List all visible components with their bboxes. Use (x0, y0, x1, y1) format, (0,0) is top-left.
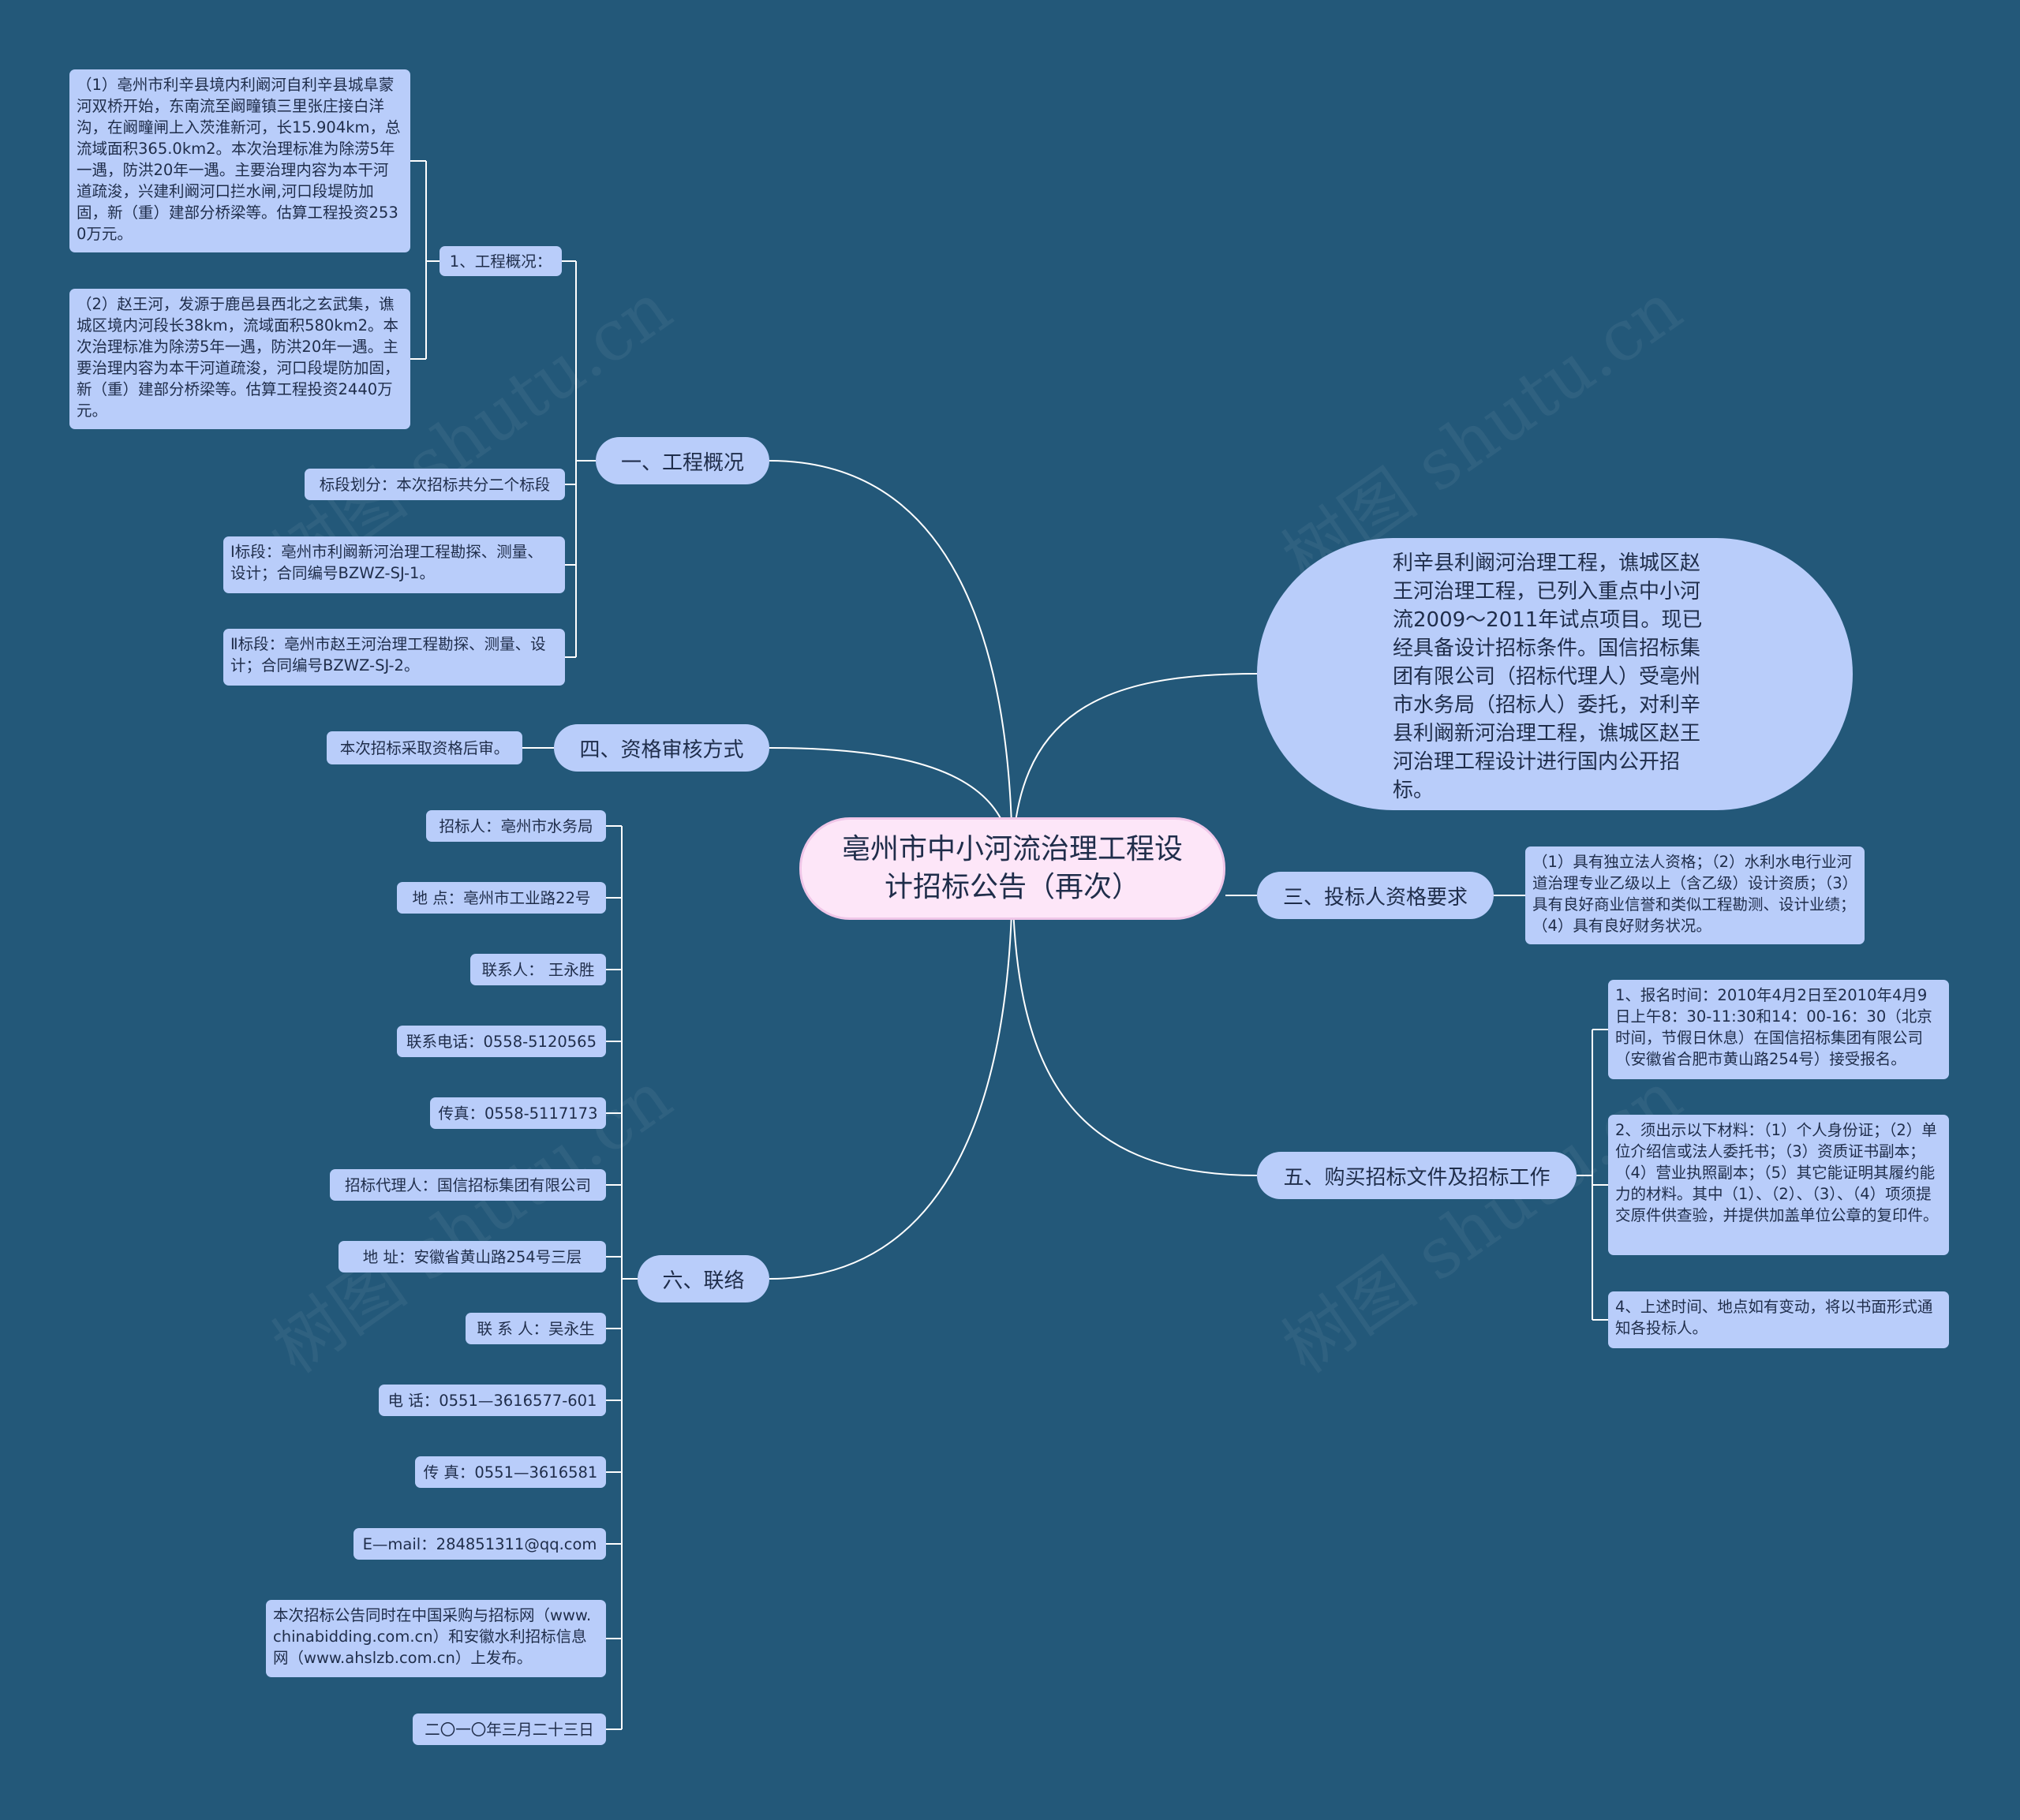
contact-item[interactable]: 地 址：安徽省黄山路254号三层 (339, 1241, 606, 1273)
contact-item[interactable]: 招标代理人：国信招标集团有限公司 (330, 1169, 606, 1201)
topic-qualification-review[interactable]: 四、资格审核方式 (554, 724, 769, 772)
topic-purchase-documents[interactable]: 五、购买招标文件及招标工作 (1257, 1152, 1577, 1199)
contact-item[interactable]: 联系电话：0558-5120565 (397, 1026, 606, 1057)
contact-item[interactable]: 电 话：0551—3616577-601 (379, 1385, 606, 1416)
subtopic-project-overview[interactable]: 1、工程概况： (440, 246, 562, 276)
connector-root-b5 (1012, 868, 1258, 1176)
connector-root-b1 (769, 460, 1013, 869)
leaf-registration-time[interactable]: 1、报名时间：2010年4月2日至2010年4月9日上午8：30-11:30和1… (1608, 980, 1949, 1079)
topic-bidder-requirements[interactable]: 三、投标人资格要求 (1257, 872, 1494, 919)
leaf-required-materials[interactable]: 2、须出示以下材料：（1）个人身份证；（2）单位介绍信或法人委托书；（3）资质证… (1608, 1115, 1949, 1255)
connector-root-intro (1012, 673, 1258, 869)
leaf-lot-1[interactable]: Ⅰ标段：亳州市利阚新河治理工程勘探、测量、设计；合同编号BZWZ-SJ-1。 (223, 536, 565, 593)
leaf-lot-2[interactable]: Ⅱ标段：亳州市赵王河治理工程勘探、测量、设计；合同编号BZWZ-SJ-2。 (223, 629, 565, 686)
contact-item[interactable]: 联系人： 王永胜 (470, 954, 606, 985)
leaf-zhaowang-river[interactable]: （2）赵王河，发源于鹿邑县西北之玄武集，谯城区境内河段长38km，流域面积580… (69, 289, 410, 429)
contact-item[interactable]: 传 真：0551—3616581 (415, 1456, 606, 1488)
topic-contact[interactable]: 六、联络 (638, 1255, 769, 1302)
contact-item[interactable]: 二〇一〇年三月二十三日 (413, 1713, 606, 1745)
leaf-bidder-requirements[interactable]: （1）具有独立法人资格；（2）水利水电行业河道治理专业乙级以上（含乙级）设计资质… (1525, 846, 1865, 944)
topic-intro[interactable]: 利辛县利阚河治理工程，谯城区赵王河治理工程，已列入重点中小河流2009～2011… (1257, 538, 1853, 810)
leaf-lihe-river[interactable]: （1）亳州市利辛县境内利阚河自利辛县城阜蒙河双桥开始，东南流至阚疃镇三里张庄接白… (69, 69, 410, 252)
topic-project-overview[interactable]: 一、工程概况 (596, 437, 769, 484)
contact-item[interactable]: 地 点：亳州市工业路22号 (397, 882, 606, 914)
leaf-change-notice[interactable]: 4、上述时间、地点如有变动，将以书面形式通知各投标人。 (1608, 1291, 1949, 1348)
root-topic[interactable]: 亳州市中小河流治理工程设计招标公告（再次） (799, 817, 1225, 920)
contact-item[interactable]: 本次招标公告同时在中国采购与招标网（www.chinabidding.com.c… (266, 1600, 606, 1677)
contact-item[interactable]: E—mail：284851311@qq.com (354, 1528, 606, 1560)
leaf-lot-division[interactable]: 标段划分：本次招标共分二个标段 (305, 469, 565, 500)
contact-item[interactable]: 联 系 人：吴永生 (466, 1313, 606, 1344)
contact-item[interactable]: 招标人：亳州市水务局 (426, 810, 606, 842)
contact-item[interactable]: 传真：0558-5117173 (430, 1097, 606, 1129)
leaf-post-qualification[interactable]: 本次招标采取资格后审。 (327, 731, 522, 764)
connector-root-b6 (769, 868, 1013, 1280)
